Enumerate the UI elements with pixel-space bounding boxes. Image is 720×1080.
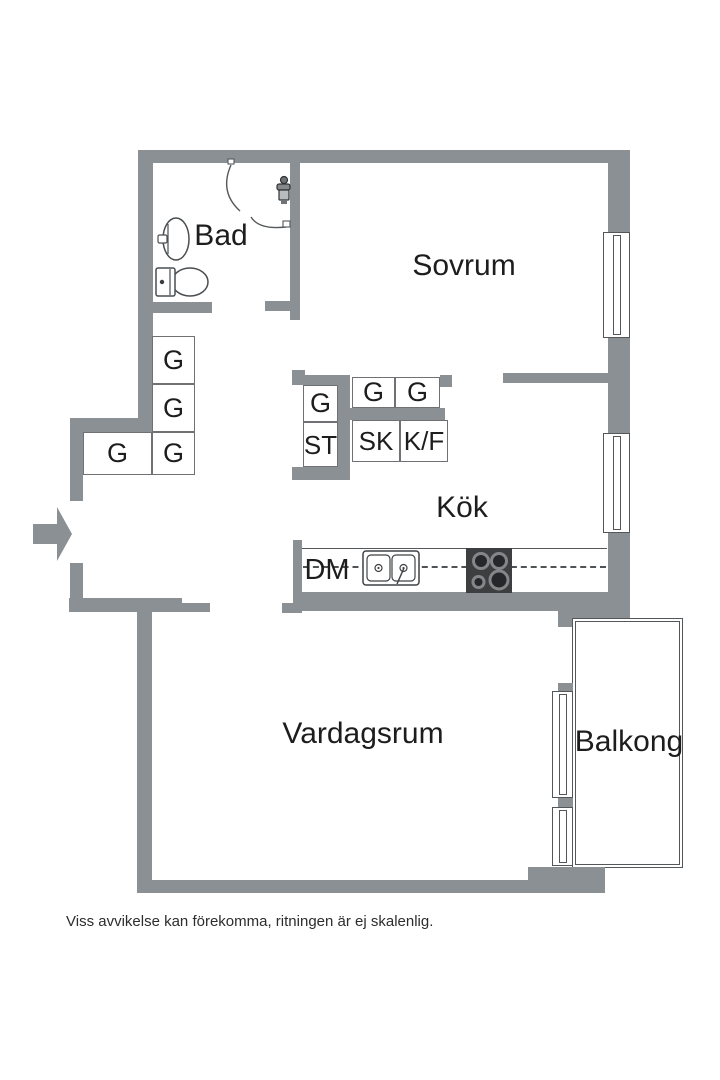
shower-mixer-icon: [276, 175, 291, 204]
counter-center-dashed-line: [303, 566, 606, 568]
balcony-window-1: [552, 691, 573, 798]
wardrobe-label: G: [309, 388, 331, 418]
wall-segment: [282, 603, 300, 613]
wall-segment: [300, 592, 558, 611]
wall-segment: [138, 163, 153, 418]
room-label-balcony: Balkong: [574, 725, 684, 758]
wall-segment: [608, 150, 630, 232]
fridge-freezer-label: K/F: [403, 426, 445, 456]
wardrobe-box: G: [152, 384, 195, 432]
window-pane: [612, 235, 621, 335]
stove-icon: [466, 548, 512, 593]
kitchen-window: [603, 433, 630, 533]
wall-segment: [138, 302, 212, 313]
wardrobe-box: G: [152, 432, 195, 475]
wall-segment: [503, 373, 612, 383]
wall-segment: [293, 540, 302, 613]
fridge-freezer-box: K/F: [400, 420, 448, 462]
wall-segment: [608, 338, 630, 433]
room-label-living-room: Vardagsrum: [282, 717, 444, 750]
kitchen-sink-icon: [362, 550, 420, 586]
wall-segment: [292, 467, 350, 480]
wall-segment: [138, 150, 630, 163]
wardrobe-label: G: [362, 377, 384, 407]
wall-segment: [558, 683, 573, 691]
wall-segment: [338, 375, 350, 470]
door-swing-arc-icon: [225, 158, 291, 229]
balcony-inner-line: [575, 621, 680, 865]
window-pane: [558, 694, 567, 795]
entrance-arrow-icon: [33, 507, 72, 561]
wall-segment: [528, 867, 605, 881]
wall-segment: [572, 592, 630, 618]
wardrobe-box: G: [83, 432, 152, 475]
window-pane: [612, 436, 621, 530]
wardrobe-box: G: [152, 336, 195, 384]
dishwasher-label: DM: [304, 553, 350, 586]
pantry-cabinet-label: SK: [358, 426, 394, 456]
disclaimer-text: Viss avvikelse kan förekomma, ritningen …: [66, 913, 434, 930]
wall-segment: [292, 375, 350, 385]
wardrobe-label: G: [162, 392, 184, 423]
wall-segment: [70, 563, 83, 599]
wall-segment: [350, 408, 445, 420]
wardrobe-label: G: [162, 344, 184, 375]
wall-segment: [137, 880, 605, 893]
wall-segment: [290, 163, 300, 320]
room-label-bathroom: Bad: [194, 219, 248, 252]
wall-segment: [70, 433, 83, 501]
wall-segment: [70, 418, 153, 433]
wall-segment: [182, 603, 210, 612]
balcony-outline: [572, 618, 683, 868]
washbasin-icon: [157, 217, 190, 261]
wardrobe-box: G: [303, 385, 338, 422]
wardrobe-box: G: [395, 377, 440, 408]
wardrobe-label: G: [162, 438, 184, 468]
balcony-window-2: [552, 807, 573, 866]
bedroom-window: [603, 232, 630, 338]
wall-segment: [69, 598, 182, 612]
wall-segment: [440, 375, 452, 387]
tall-cabinet-label: ST: [303, 429, 338, 460]
wardrobe-label: G: [406, 377, 428, 407]
tall-cabinet-box: ST: [303, 422, 338, 467]
room-label-bedroom: Sovrum: [412, 249, 516, 282]
kitchen-counter: [302, 548, 607, 592]
wardrobe-box: G: [352, 377, 395, 408]
wall-segment: [265, 301, 290, 311]
wall-segment: [137, 612, 152, 893]
wardrobe-label: G: [106, 438, 128, 468]
pantry-cabinet-box: SK: [352, 420, 400, 462]
window-pane: [558, 810, 567, 863]
toilet-icon: [155, 267, 209, 297]
wall-segment: [558, 798, 573, 807]
wall-segment: [558, 592, 572, 627]
room-label-kitchen: Kök: [436, 491, 488, 524]
